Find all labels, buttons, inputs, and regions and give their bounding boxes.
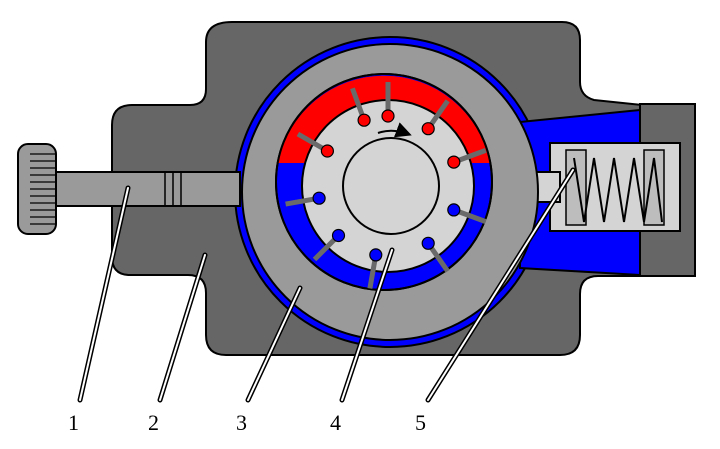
vane-tip bbox=[320, 144, 334, 158]
vane-tip bbox=[421, 236, 435, 250]
vanes bbox=[285, 82, 487, 289]
vane-tip bbox=[312, 191, 326, 205]
part-label-2: 2 bbox=[148, 410, 159, 435]
rotor-hub bbox=[342, 137, 440, 235]
compression-spring bbox=[573, 157, 663, 223]
part-label-4: 4 bbox=[330, 410, 341, 435]
vane-tip bbox=[369, 248, 383, 262]
part-label-3: 3 bbox=[236, 410, 247, 435]
vane-tip bbox=[447, 203, 461, 217]
adjusting-screw-rod bbox=[54, 171, 241, 207]
vane-tip bbox=[331, 228, 346, 243]
vane-tip bbox=[421, 122, 435, 136]
part-label-1: 1 bbox=[68, 410, 79, 435]
arrow-clockwise-icon bbox=[377, 122, 412, 138]
vane-tip bbox=[357, 113, 371, 127]
spring-cup-right bbox=[643, 149, 665, 226]
part-label-5: 5 bbox=[415, 410, 426, 435]
vane-tip bbox=[381, 109, 395, 123]
vane-tip bbox=[447, 155, 461, 169]
